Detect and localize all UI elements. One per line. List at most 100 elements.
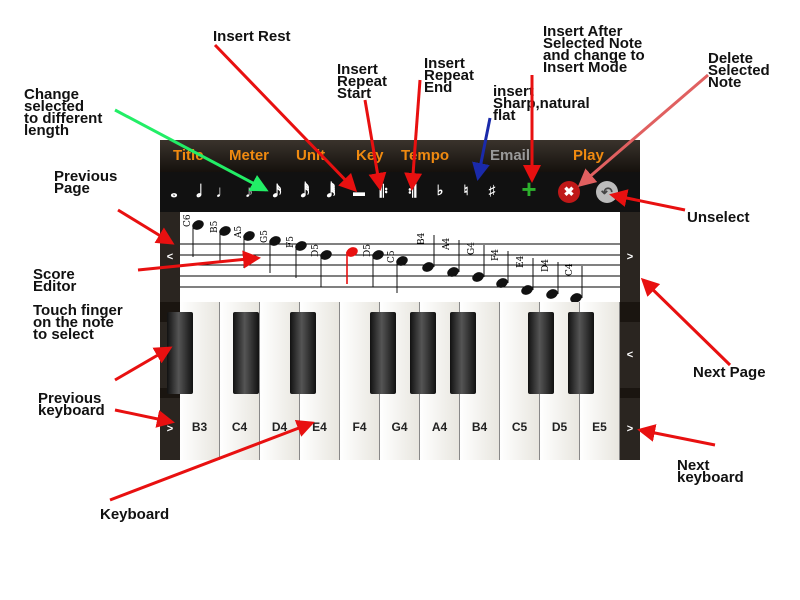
- note[interactable]: [371, 248, 386, 287]
- previous-keyboard-button-right[interactable]: <: [620, 322, 640, 388]
- note[interactable]: [520, 258, 535, 297]
- next-keyboard-button-left[interactable]: >: [160, 398, 180, 460]
- note-head: [447, 267, 459, 277]
- note-label: F5: [286, 236, 296, 248]
- note[interactable]: [569, 266, 584, 302]
- key-label: B3: [191, 420, 208, 434]
- tab-unit[interactable]: Unit: [296, 147, 326, 164]
- repeat-start-button[interactable]: 𝄆: [379, 182, 389, 201]
- selected-note[interactable]: [345, 245, 360, 284]
- note[interactable]: [471, 245, 486, 284]
- black-key[interactable]: [410, 312, 436, 394]
- note-label: B4: [417, 232, 427, 245]
- black-key[interactable]: [450, 312, 476, 394]
- black-key[interactable]: [528, 312, 554, 394]
- sixtyfourth-note-button[interactable]: 𝅘𝅥𝅱: [326, 182, 336, 201]
- key-label: D4: [271, 420, 288, 434]
- note-label: C6: [183, 214, 193, 227]
- note-head: [396, 256, 408, 266]
- add-icon[interactable]: +: [521, 174, 537, 204]
- note-head: [372, 250, 384, 260]
- note-label: C5: [387, 250, 397, 263]
- next-page-button[interactable]: >: [620, 212, 640, 302]
- note-label: A5: [234, 226, 244, 239]
- note-head: [546, 289, 558, 299]
- tab-key[interactable]: Key: [356, 147, 384, 164]
- note-label: A4: [442, 238, 452, 251]
- label-next-keyboard: Next keyboard: [677, 457, 744, 486]
- unselect-icon[interactable]: ↶: [596, 181, 618, 203]
- next-keyboard-button[interactable]: >: [620, 398, 640, 460]
- tab-meter[interactable]: Meter: [229, 147, 270, 164]
- black-key[interactable]: [290, 312, 316, 394]
- whole-note-button[interactable]: 𝅝: [170, 182, 178, 201]
- note-head: [320, 250, 332, 260]
- insert-rest-button[interactable]: ▬: [353, 185, 365, 199]
- note[interactable]: [545, 262, 560, 301]
- half-note-button[interactable]: 𝅗𝅥: [196, 182, 202, 201]
- note-label: G5: [260, 230, 270, 243]
- note[interactable]: [421, 235, 436, 274]
- sixteenth-note-button[interactable]: 𝅘𝅥𝅯: [272, 182, 282, 201]
- sharp-button[interactable]: ♯: [488, 182, 496, 198]
- note-label: E4: [516, 255, 526, 268]
- tab-tempo[interactable]: Tempo: [401, 147, 450, 164]
- email-button[interactable]: Email: [490, 147, 531, 164]
- note-head: [521, 285, 533, 295]
- key-label: C4: [231, 420, 248, 434]
- note-toolbar: 𝅝 𝅗𝅥 ♩ ♪ 𝅘𝅥𝅯 𝅘𝅥𝅰 𝅘𝅥𝅱 ▬ 𝄆 𝄇 ♭ ♮ ♯ + ✖ ↶: [160, 172, 640, 212]
- label-previous-page: Previous Page: [54, 168, 118, 197]
- app-screen: Title Meter Unit Key Tempo Email Play 𝅝 …: [160, 140, 640, 460]
- tab-title[interactable]: Title: [173, 147, 204, 164]
- label-next-page: Next Page: [693, 364, 766, 381]
- black-key[interactable]: [233, 312, 259, 394]
- note-head: [192, 220, 204, 230]
- note-label: F4: [491, 249, 501, 261]
- note-label: B5: [210, 220, 220, 233]
- note-head: [422, 262, 434, 272]
- eighth-note-button[interactable]: ♪: [244, 182, 254, 201]
- key-label: D5: [551, 420, 568, 434]
- repeat-end-button[interactable]: 𝄇: [407, 182, 417, 201]
- key-label: A4: [431, 420, 448, 434]
- key-label: E5: [592, 420, 607, 434]
- note[interactable]: [268, 234, 283, 273]
- black-key[interactable]: [568, 312, 594, 394]
- label-accidentals: insert Sharp,natural flat: [493, 83, 590, 124]
- label-repeat-end: Insert Repeat End: [424, 55, 475, 96]
- note-label: D5: [311, 244, 321, 257]
- key-label: F4: [352, 420, 367, 434]
- tab-bar: Title Meter Unit Key Tempo Email Play: [160, 140, 640, 172]
- note[interactable]: [446, 240, 461, 279]
- quarter-note-button[interactable]: ♩: [215, 182, 233, 201]
- note-head: [570, 293, 582, 302]
- thirtysecond-note-button[interactable]: 𝅘𝅥𝅰: [300, 182, 310, 201]
- note[interactable]: [294, 239, 309, 278]
- label-change-length: Change selected to different length: [24, 86, 103, 139]
- flat-button[interactable]: ♭: [436, 182, 444, 198]
- note[interactable]: [191, 218, 206, 257]
- label-touch: Touch finger on the note to select: [33, 302, 123, 343]
- note-head: [496, 278, 508, 288]
- natural-button[interactable]: ♮: [463, 182, 469, 198]
- note-label: D5: [363, 244, 373, 257]
- note-label: D4: [541, 259, 551, 272]
- label-score-editor: Score Editor: [33, 266, 77, 295]
- black-key[interactable]: [370, 312, 396, 394]
- note-head: [346, 247, 358, 257]
- play-button[interactable]: Play: [573, 147, 604, 164]
- note-head: [219, 226, 231, 236]
- note[interactable]: [495, 251, 510, 290]
- delete-icon[interactable]: ✖: [558, 181, 580, 203]
- note[interactable]: [319, 248, 334, 287]
- key-label: G4: [391, 420, 408, 434]
- note[interactable]: [395, 254, 410, 293]
- label-keyboard: Keyboard: [100, 506, 170, 523]
- previous-page-button[interactable]: <: [160, 212, 180, 302]
- black-key[interactable]: [167, 312, 193, 394]
- note-head: [295, 241, 307, 251]
- label-delete: Delete Selected Note: [708, 50, 770, 91]
